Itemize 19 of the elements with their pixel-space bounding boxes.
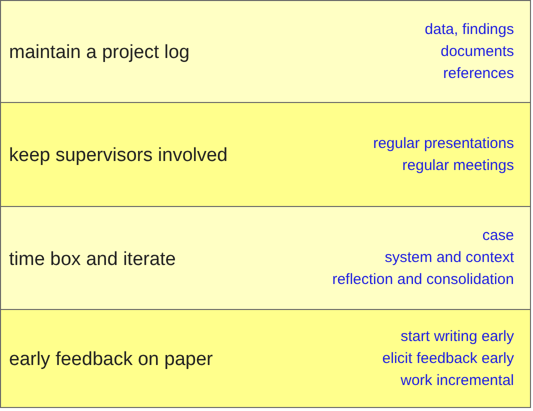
item-text: data, findings — [424, 20, 514, 40]
band-box — [1, 309, 530, 407]
item-text: regular presentations — [373, 134, 514, 154]
item-text: system and context — [384, 248, 514, 268]
item-text: case — [482, 226, 514, 246]
heading-text: maintain a project log — [9, 41, 190, 66]
band-box — [1, 1, 530, 102]
item-text: documents — [440, 42, 514, 62]
band-box — [1, 206, 530, 309]
item-text: start writing early — [400, 326, 514, 346]
item-text: references — [443, 64, 514, 84]
item-text: regular meetings — [402, 156, 514, 176]
item-text: reflection and consolidation — [332, 270, 514, 290]
heading-text: keep supervisors involved — [9, 144, 228, 168]
heading-text: early feedback on paper — [9, 348, 213, 372]
item-text: work incremental — [400, 370, 514, 390]
heading-text: time box and iterate — [9, 248, 176, 272]
item-text: elicit feedback early — [382, 348, 514, 368]
band-box — [1, 102, 530, 206]
